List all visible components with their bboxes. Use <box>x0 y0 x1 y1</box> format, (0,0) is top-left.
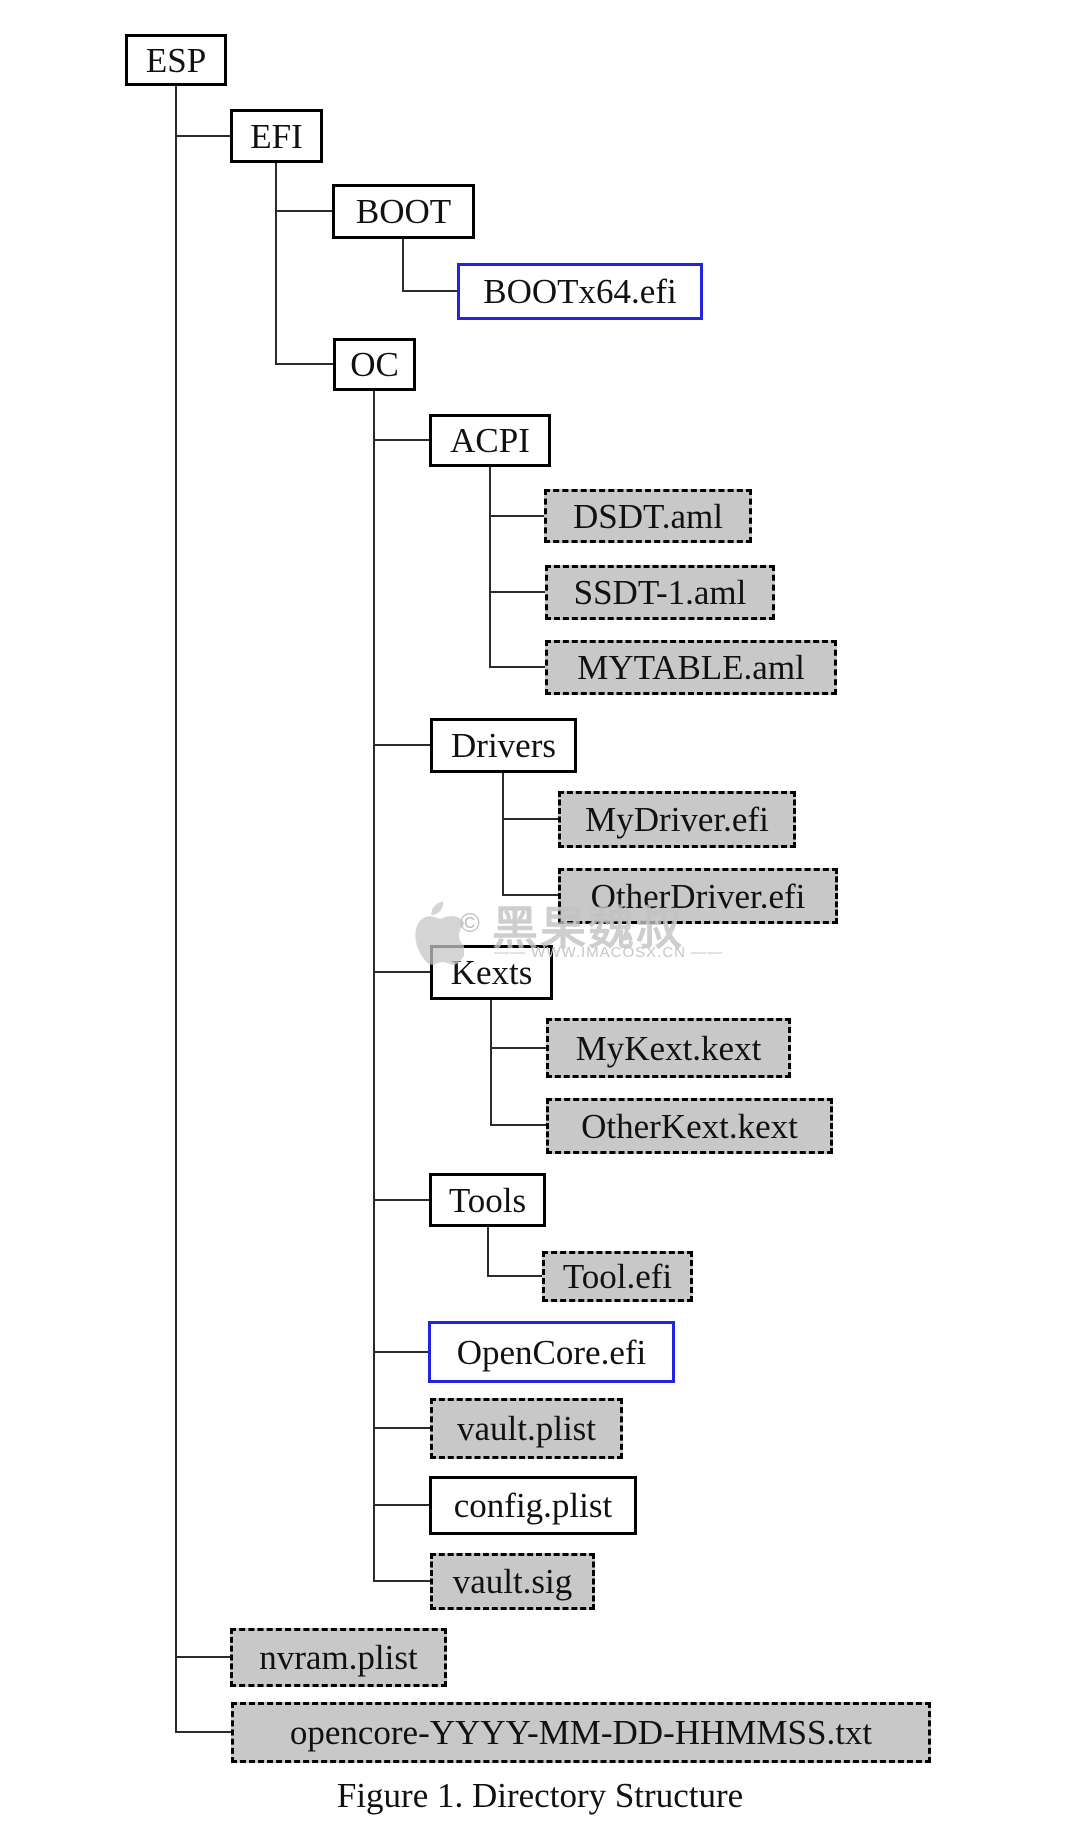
node-ssdt-1-aml: SSDT-1.aml <box>545 565 775 620</box>
node-dsdt-aml: DSDT.aml <box>544 489 752 543</box>
node-drivers: Drivers <box>430 718 577 773</box>
connector-line <box>489 666 547 668</box>
connector-line <box>373 1580 432 1582</box>
node-config-plist: config.plist <box>429 1476 637 1535</box>
node-mydriver-efi: MyDriver.efi <box>558 791 796 848</box>
node-acpi: ACPI <box>429 414 551 467</box>
node-nvram-plist: nvram.plist <box>230 1628 447 1687</box>
node-tool-efi: Tool.efi <box>542 1251 693 1302</box>
connector-line <box>502 818 560 820</box>
connector-line <box>502 773 504 896</box>
connector-line <box>175 135 232 137</box>
node-opencore-efi: OpenCore.efi <box>428 1321 675 1383</box>
node-otherkext-kext: OtherKext.kext <box>546 1098 833 1154</box>
connector-line <box>402 239 404 292</box>
node-mykext-kext: MyKext.kext <box>546 1018 791 1078</box>
connector-line <box>373 391 375 1582</box>
connector-line <box>490 1047 548 1049</box>
connector-line <box>175 1656 232 1658</box>
node-oc: OC <box>333 338 416 391</box>
connector-line <box>275 210 334 212</box>
node-esp: ESP <box>125 34 227 86</box>
node-boot: BOOT <box>332 184 475 239</box>
node-vault-plist: vault.plist <box>430 1398 623 1459</box>
node-opencore-log-txt: opencore-YYYY-MM-DD-HHMMSS.txt <box>231 1702 931 1763</box>
connector-line <box>275 363 335 365</box>
connector-line <box>489 515 546 517</box>
connector-line <box>502 894 560 896</box>
node-tools: Tools <box>429 1173 546 1227</box>
connector-line <box>373 1199 431 1201</box>
node-efi: EFI <box>230 109 323 163</box>
connector-line <box>487 1275 544 1277</box>
connector-line <box>487 1227 489 1277</box>
connector-line <box>275 163 277 365</box>
connector-line <box>490 1124 548 1126</box>
figure-caption: Figure 1. Directory Structure <box>336 1776 744 1815</box>
connector-line <box>402 290 459 292</box>
node-kexts: Kexts <box>430 945 553 1000</box>
connector-line <box>373 1427 432 1429</box>
node-bootx64-efi: BOOTx64.efi <box>457 263 703 320</box>
connector-line <box>373 1504 431 1506</box>
connector-line <box>489 467 491 668</box>
connector-line <box>490 1000 492 1126</box>
connector-line <box>175 86 177 1733</box>
connector-line <box>373 744 432 746</box>
connector-line <box>373 439 431 441</box>
connector-line <box>175 1731 233 1733</box>
node-mytable-aml: MYTABLE.aml <box>545 640 837 695</box>
connector-line <box>373 1351 430 1353</box>
connector-line <box>489 591 547 593</box>
node-vault-sig: vault.sig <box>430 1553 595 1610</box>
node-otherdriver-efi: OtherDriver.efi <box>558 868 838 924</box>
connector-line <box>373 971 432 973</box>
